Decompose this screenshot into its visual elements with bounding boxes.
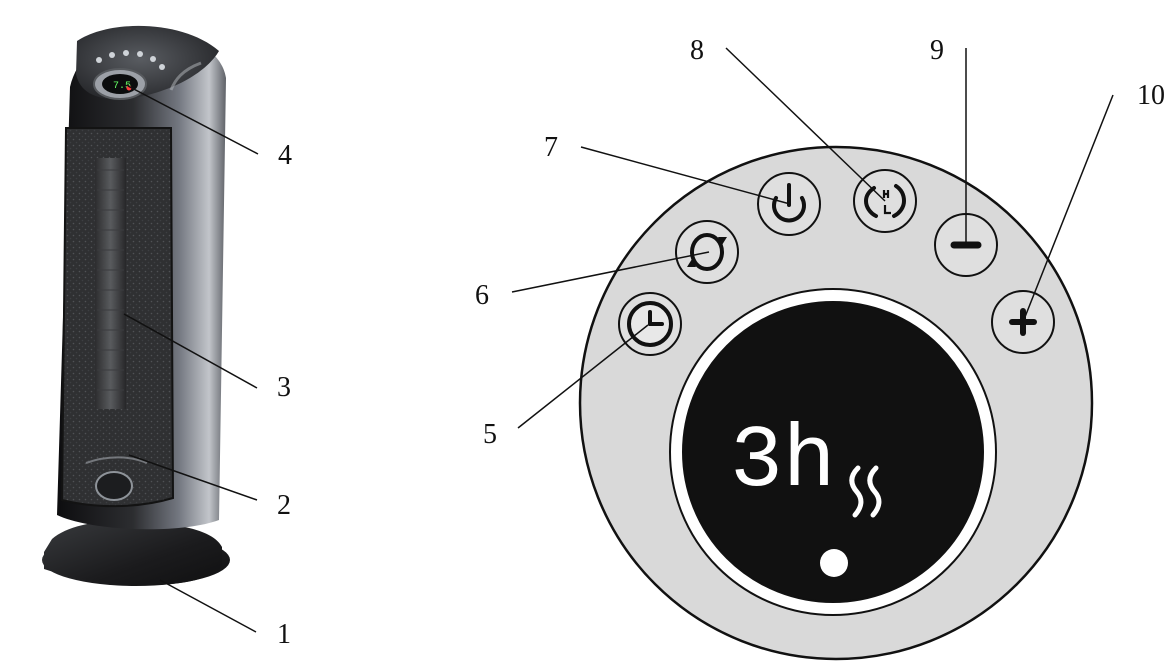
control-panel: 3h bbox=[580, 147, 1092, 659]
callout-label-5: 5 bbox=[483, 419, 497, 450]
callout-label-3: 3 bbox=[277, 372, 291, 403]
callout-label-8: 8 bbox=[690, 35, 704, 66]
heater-heating-element bbox=[95, 158, 126, 409]
callout-label-4: 4 bbox=[278, 140, 292, 171]
callout-label-9: 9 bbox=[930, 35, 944, 66]
top-button-2 bbox=[109, 52, 115, 58]
top-button-4 bbox=[137, 51, 143, 57]
callout-label-6: 6 bbox=[475, 280, 489, 311]
top-button-1 bbox=[96, 57, 102, 63]
callout-label-10: 10 bbox=[1137, 80, 1165, 111]
timer-button[interactable] bbox=[619, 293, 681, 355]
callout-line-10 bbox=[1023, 95, 1113, 322]
top-button-6 bbox=[159, 64, 165, 70]
top-button-3 bbox=[123, 50, 129, 56]
top-button-5 bbox=[150, 56, 156, 62]
heater-base-shell bbox=[44, 521, 222, 585]
callout-label-2: 2 bbox=[277, 490, 291, 521]
callout-line-1 bbox=[160, 580, 256, 632]
display-value: 3h bbox=[730, 413, 836, 512]
callout-label-7: 7 bbox=[544, 132, 558, 163]
front-knob bbox=[96, 472, 132, 500]
heater-image: 7.5 bbox=[42, 26, 230, 586]
display-dot bbox=[820, 549, 848, 577]
callout-label-1: 1 bbox=[277, 619, 291, 650]
